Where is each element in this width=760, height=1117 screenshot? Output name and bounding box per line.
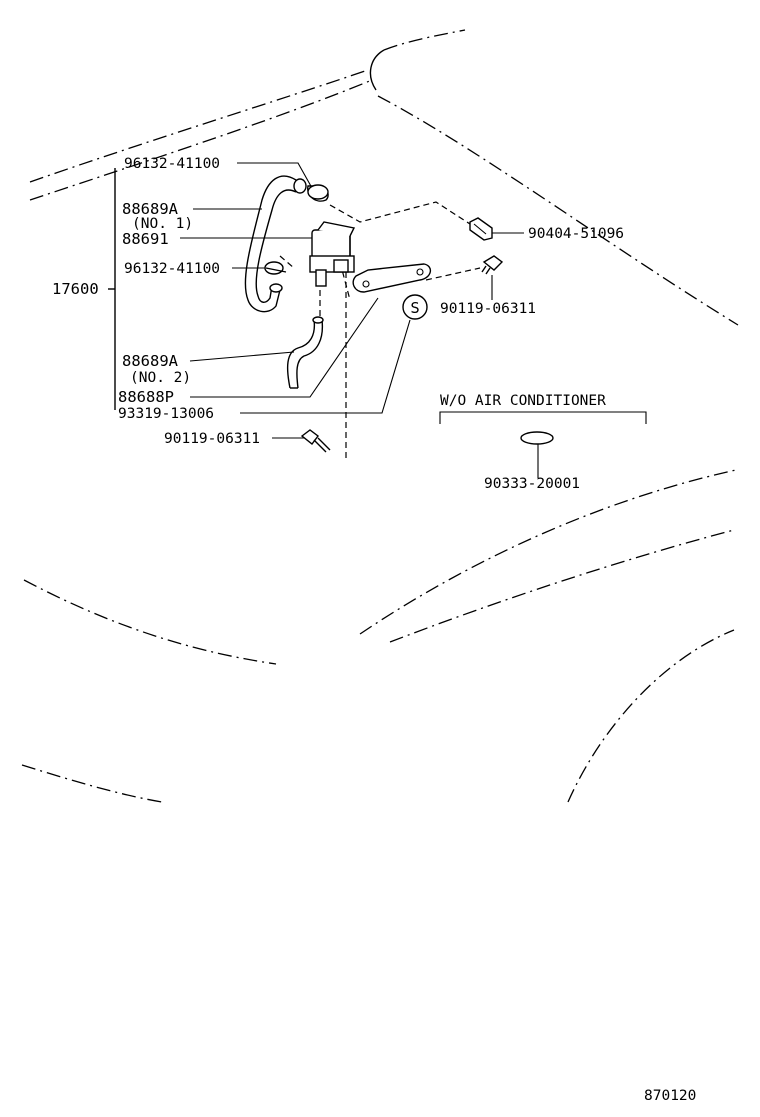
label-screw: 93319-13006 xyxy=(118,406,214,422)
bolt-right-icon xyxy=(481,255,504,275)
s-marker-text: S xyxy=(410,299,419,317)
leader-lines xyxy=(180,162,539,478)
label-hose-no2: 88689A xyxy=(122,352,179,370)
s-marker: S xyxy=(402,294,428,320)
bracket-plate-icon xyxy=(352,263,431,293)
label-bolt-lower: 90119-06311 xyxy=(164,431,260,447)
label-hose-no2-sub: (NO. 2) xyxy=(130,370,191,386)
label-variant-heading: W/O AIR CONDITIONER xyxy=(440,393,606,409)
hose-no2 xyxy=(286,316,324,389)
label-clamp-lower: 96132-41100 xyxy=(124,261,220,277)
label-clamp-upper: 96132-41100 xyxy=(124,156,220,172)
assembly-bracket xyxy=(108,168,116,410)
clamp-upper-icon xyxy=(307,184,329,202)
engine-outline xyxy=(21,29,739,803)
label-bracket: 88688P xyxy=(118,388,174,406)
assembly-dash-lines xyxy=(279,201,481,460)
label-hose-no1: 88689A xyxy=(122,200,179,218)
bolt-lower-icon xyxy=(300,429,331,453)
hose-no1 xyxy=(244,175,307,313)
label-plug-right: 90404-51096 xyxy=(528,226,624,242)
clamp-lower-icon xyxy=(264,261,287,275)
part-labels: 96132-41100 88689A (NO. 1) 88691 96132-4… xyxy=(52,156,696,1104)
vsv-valve-icon xyxy=(309,221,356,287)
label-hose-no1-sub: (NO. 1) xyxy=(132,216,193,232)
label-assembly: 17600 xyxy=(52,280,99,298)
figure-number: 870120 xyxy=(644,1088,696,1104)
plug-right-icon xyxy=(469,217,493,241)
label-bolt-right: 90119-06311 xyxy=(440,301,536,317)
label-variant-part: 90333-20001 xyxy=(484,476,580,492)
label-vsv: 88691 xyxy=(122,230,169,248)
variant-box xyxy=(439,411,647,445)
